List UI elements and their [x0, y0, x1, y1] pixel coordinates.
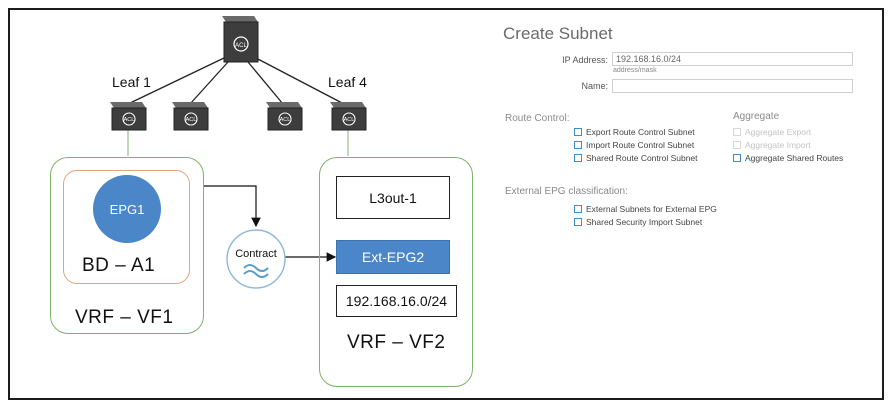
- contract-icon: [226, 229, 286, 289]
- bd-a1-label: BD – A1: [82, 255, 156, 276]
- shared-security-import-checkbox[interactable]: Shared Security Import Subnet: [574, 217, 702, 227]
- import-route-control-checkbox[interactable]: Import Route Control Subnet: [574, 140, 694, 150]
- vrf-vf2-label: VRF – VF2: [347, 332, 446, 353]
- ip-address-label: IP Address:: [562, 55, 608, 65]
- epg-to-contract-arrow: [203, 185, 261, 228]
- checkbox-box[interactable]: [733, 154, 741, 162]
- svg-text:ACL: ACL: [124, 117, 135, 123]
- leaf-1-label: Leaf 1: [112, 74, 151, 90]
- checkbox-box[interactable]: [574, 218, 582, 226]
- spine-links: [127, 57, 345, 105]
- ip-address-hint: address/mask: [613, 67, 657, 74]
- vrf-vf1-container: [50, 157, 204, 334]
- contract-label: Contract: [235, 248, 277, 260]
- external-subnets-checkbox[interactable]: External Subnets for External EPG: [574, 204, 717, 214]
- ext-epg2-box: Ext-EPG2: [336, 240, 450, 274]
- spine-switch-icon: ACL: [222, 16, 259, 63]
- leaf-switch-3-icon: ACL: [266, 102, 303, 131]
- svg-text:ACL: ACL: [344, 117, 355, 123]
- leaf-4-label: Leaf 4: [328, 74, 367, 90]
- epg1-circle: [93, 175, 161, 243]
- epg1-label: EPG1: [110, 202, 145, 217]
- leaf-switch-1-icon: ACL: [110, 102, 147, 131]
- name-input[interactable]: [612, 79, 853, 93]
- bd-a1-container: [63, 170, 190, 284]
- ext-epg-classification-title: External EPG classification:: [505, 186, 628, 197]
- checkbox-box[interactable]: [574, 128, 582, 136]
- aggregate-import-checkbox: Aggregate Import: [733, 140, 811, 150]
- ip-address-input[interactable]: 192.168.16.0/24: [612, 52, 853, 66]
- vrf-vf2-container: [319, 157, 473, 387]
- svg-text:ACL: ACL: [186, 117, 197, 123]
- leaf-switch-2-icon: ACL: [172, 102, 209, 131]
- checkbox-box[interactable]: [574, 205, 582, 213]
- form-title: Create Subnet: [503, 24, 613, 43]
- name-label: Name:: [581, 81, 608, 91]
- checkbox-box[interactable]: [574, 154, 582, 162]
- aggregate-title: Aggregate: [733, 111, 780, 122]
- l3out-1-box: L3out-1: [336, 176, 450, 219]
- export-route-control-checkbox[interactable]: Export Route Control Subnet: [574, 127, 695, 137]
- leaf-switch-4-icon: ACL: [330, 102, 367, 131]
- vrf-vf1-label: VRF – VF1: [75, 307, 174, 328]
- route-control-title: Route Control:: [505, 113, 570, 124]
- aggregate-export-checkbox: Aggregate Export: [733, 127, 811, 137]
- subnet-box: 192.168.16.0/24: [336, 285, 457, 317]
- shared-route-control-checkbox[interactable]: Shared Route Control Subnet: [574, 153, 698, 163]
- svg-text:ACL: ACL: [280, 117, 291, 123]
- svg-text:ACL: ACL: [235, 43, 247, 49]
- aggregate-shared-routes-checkbox[interactable]: Aggregate Shared Routes: [733, 153, 843, 163]
- checkbox-box: [733, 128, 741, 136]
- checkbox-box[interactable]: [574, 141, 582, 149]
- checkbox-box: [733, 141, 741, 149]
